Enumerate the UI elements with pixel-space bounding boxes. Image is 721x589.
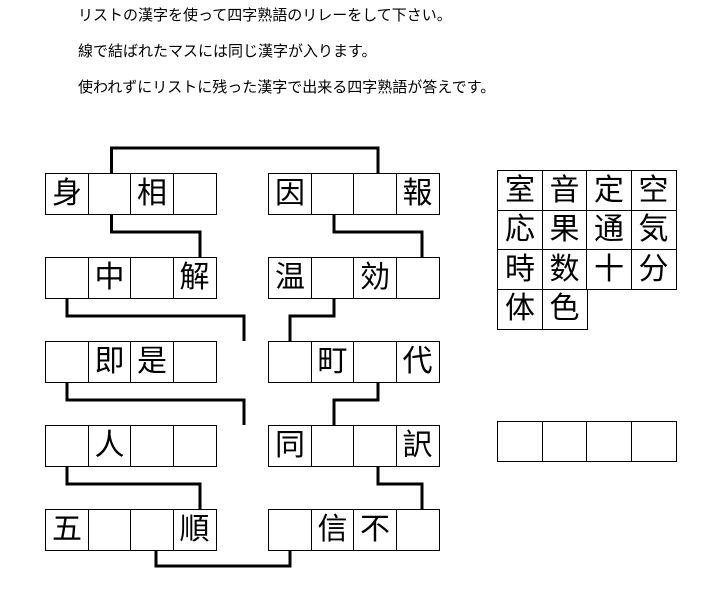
connector-right-r1-r2	[332, 215, 424, 257]
left-cell-r4c3[interactable]	[130, 425, 174, 467]
right-cell-r3c4[interactable]: 代	[395, 341, 440, 383]
instructions-block: リストの漢字を使って四字熟語のリレーをして下さい。 線で結ばれたマスには同じ漢字…	[78, 8, 678, 116]
right-cell-r5c3[interactable]: 不	[353, 509, 397, 551]
kanji-list-row-1: 室 音 定 空	[497, 170, 677, 211]
connector-right-r2-r3	[288, 299, 336, 341]
kanji-list-r3c4[interactable]: 分	[630, 249, 677, 290]
kanji-list-row-3: 時 数 十 分	[497, 249, 677, 290]
answer-cell-1[interactable]	[497, 421, 543, 462]
right-cell-r5c4[interactable]	[395, 509, 440, 551]
left-cell-r1c4[interactable]	[172, 173, 217, 215]
kanji-list-r2c3[interactable]: 通	[586, 209, 632, 251]
right-cell-r4c3[interactable]	[353, 425, 397, 467]
right-cell-r4c1[interactable]: 同	[268, 425, 312, 467]
right-cell-r4c4[interactable]: 訳	[395, 425, 440, 467]
answer-box-row	[497, 421, 677, 462]
instruction-line-3: 使われずにリストに残った漢字で出来る四字熟語が答えです。	[78, 80, 496, 96]
right-cell-r2c4[interactable]	[395, 257, 440, 299]
right-cell-r5c2[interactable]: 信	[310, 509, 355, 551]
right-cell-r1c1[interactable]: 因	[268, 173, 312, 215]
right-cell-r3c2[interactable]: 町	[310, 341, 355, 383]
instruction-line-1: リストの漢字を使って四字熟語のリレーをして下さい。	[78, 8, 452, 24]
left-cell-r4c2[interactable]: 人	[87, 425, 132, 467]
connector-left-r1-r2	[110, 215, 202, 257]
right-cell-r2c2[interactable]	[310, 257, 355, 299]
left-cell-r3c4[interactable]	[172, 341, 217, 383]
connector-bottom-bridge	[154, 551, 292, 568]
kanji-list-r1c4[interactable]: 空	[630, 170, 677, 211]
left-grid-row-2: 中 解	[45, 257, 217, 299]
connector-left-r4-r5	[65, 467, 202, 509]
right-cell-r4c2[interactable]	[310, 425, 355, 467]
right-grid-row-5: 信 不	[268, 509, 440, 551]
left-grid-row-3: 即 是	[45, 341, 217, 383]
answer-cell-3[interactable]	[586, 421, 632, 462]
right-cell-r1c3[interactable]	[353, 173, 397, 215]
left-grid-row-1: 身 相	[45, 173, 217, 215]
kanji-list-r3c2[interactable]: 数	[541, 249, 588, 290]
connector-right-r4-r5	[376, 467, 424, 509]
right-grid-row-4: 同 訳	[268, 425, 440, 467]
kanji-list-row-2: 応 果 通 気	[497, 209, 677, 251]
connector-left-r3-r4	[65, 383, 246, 425]
left-grid-row-4: 人	[45, 425, 217, 467]
right-cell-r2c1[interactable]: 温	[268, 257, 312, 299]
connector-top-bridge	[110, 146, 380, 173]
left-cell-r4c1[interactable]	[45, 425, 89, 467]
answer-cell-4[interactable]	[630, 421, 677, 462]
kanji-list-r3c3[interactable]: 十	[586, 249, 632, 290]
right-grid-row-2: 温 効	[268, 257, 440, 299]
kanji-list-r1c2[interactable]: 音	[541, 170, 588, 211]
right-cell-r5c1[interactable]	[268, 509, 312, 551]
left-cell-r5c3[interactable]	[130, 509, 174, 551]
right-cell-r2c3[interactable]: 効	[353, 257, 397, 299]
kanji-list-r1c1[interactable]: 室	[497, 170, 543, 211]
kanji-list-r3c1[interactable]: 時	[497, 249, 543, 290]
left-cell-r1c3[interactable]: 相	[130, 173, 174, 215]
kanji-list-r4c2[interactable]: 色	[541, 288, 588, 330]
left-cell-r2c3[interactable]	[130, 257, 174, 299]
right-grid-row-3: 町 代	[268, 341, 440, 383]
right-cell-r1c4[interactable]: 報	[395, 173, 440, 215]
right-grid-row-1: 因 報	[268, 173, 440, 215]
left-cell-r5c2[interactable]	[87, 509, 132, 551]
left-cell-r3c1[interactable]	[45, 341, 89, 383]
connector-right-r3-r4	[332, 383, 380, 425]
left-cell-r3c3[interactable]: 是	[130, 341, 174, 383]
kanji-list-r2c4[interactable]: 気	[630, 209, 677, 251]
right-cell-r3c3[interactable]	[353, 341, 397, 383]
left-cell-r1c1[interactable]: 身	[45, 173, 89, 215]
left-cell-r2c4[interactable]: 解	[172, 257, 217, 299]
left-cell-r1c2[interactable]	[87, 173, 132, 215]
left-cell-r3c2[interactable]: 即	[87, 341, 132, 383]
left-cell-r5c4[interactable]: 順	[172, 509, 217, 551]
kanji-list-r4c1[interactable]: 体	[497, 288, 543, 330]
kanji-list-r2c2[interactable]: 果	[541, 209, 588, 251]
left-cell-r2c2[interactable]: 中	[87, 257, 132, 299]
right-cell-r1c2[interactable]	[310, 173, 355, 215]
kanji-list-row-4: 体 色	[497, 288, 588, 330]
left-cell-r2c1[interactable]	[45, 257, 89, 299]
right-cell-r3c1[interactable]	[268, 341, 312, 383]
instruction-line-2: 線で結ばれたマスには同じ漢字が入ります。	[78, 44, 377, 60]
left-grid-row-5: 五 順	[45, 509, 217, 551]
kanji-list-r1c3[interactable]: 定	[586, 170, 632, 211]
kanji-list-r2c1[interactable]: 応	[497, 209, 543, 251]
left-cell-r5c1[interactable]: 五	[45, 509, 89, 551]
answer-cell-2[interactable]	[541, 421, 588, 462]
left-cell-r4c4[interactable]	[172, 425, 217, 467]
